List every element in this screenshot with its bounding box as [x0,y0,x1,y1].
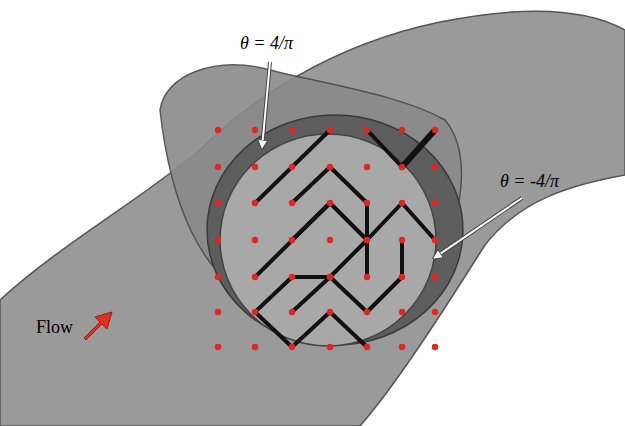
strut-segment [255,130,330,203]
leader-line [434,198,522,258]
grid-dot [252,344,258,350]
strut-segment [365,203,369,240]
grid-dot [399,200,405,206]
grid-dot [364,237,370,243]
grid-dot [364,344,370,350]
grid-dot [364,200,370,206]
grid-dot [432,344,438,350]
strut-segment [365,240,369,277]
strut-segment [330,240,367,277]
grid-dot [289,127,295,133]
grid-dot [289,200,295,206]
strut-segment [292,277,330,312]
grid-dot [327,344,333,350]
grid-dot [364,164,370,170]
grid-dot [252,200,258,206]
grid-dot [215,309,221,315]
grid-dot [364,274,370,280]
grid-dot [432,309,438,315]
grid-dot [399,164,405,170]
grid-dot [215,237,221,243]
grid-dot [215,344,221,350]
grid-dot [289,164,295,170]
neck-ring [207,115,463,345]
strut-segment [402,203,435,240]
strut-segment [367,277,402,312]
grid-dots [215,127,438,350]
grid-dot [289,344,295,350]
grid-dot [399,309,405,315]
leader-outline [434,198,522,258]
grid-dot [289,309,295,315]
grid-dot [327,274,333,280]
grid-dot [432,127,438,133]
angle-label: θ = -4/π [500,172,559,192]
strut-segment [330,277,367,312]
grid-dot [364,127,370,133]
strut-segment [330,312,367,347]
grid-dot [327,200,333,206]
strut-segment [367,130,402,167]
leader-outline [262,62,270,148]
neck-orifice [220,134,436,346]
strut-segment [400,240,404,277]
grid-dot [432,164,438,170]
grid-dot [252,127,258,133]
strut-segment [255,203,330,277]
strut-segment [255,312,292,347]
grid-dot [432,200,438,206]
strut-segment [292,167,330,203]
grid-dot [399,274,405,280]
grid-dot [432,274,438,280]
grid-dot [327,309,333,315]
grid-dot [432,237,438,243]
strut-segment [367,203,402,240]
grid-dot [327,237,333,243]
grid-dot [364,309,370,315]
grid-dot [399,344,405,350]
grid-dot [252,237,258,243]
flow-label: Flow [36,318,73,338]
strut-segment [255,277,292,312]
strut-segment [402,130,435,167]
grid-dot [215,127,221,133]
strut-segment [330,167,367,203]
strut-segments [255,130,435,347]
grid-dot [327,127,333,133]
strut-segment [330,203,367,240]
grid-dot [289,274,295,280]
grid-dot [252,164,258,170]
grid-dot [399,237,405,243]
angle-label: θ = 4/π [240,34,293,54]
grid-dot [215,274,221,280]
vessel-wall [0,11,625,426]
flow-arrow [84,312,112,340]
grid-dot [399,127,405,133]
strut-segment [292,275,330,279]
strut-segment [292,312,330,347]
grid-dot [252,309,258,315]
grid-dot [215,200,221,206]
grid-dot [289,237,295,243]
grid-dot [252,274,258,280]
grid-dot [327,164,333,170]
grid-dot [215,164,221,170]
leader-line [262,62,270,148]
